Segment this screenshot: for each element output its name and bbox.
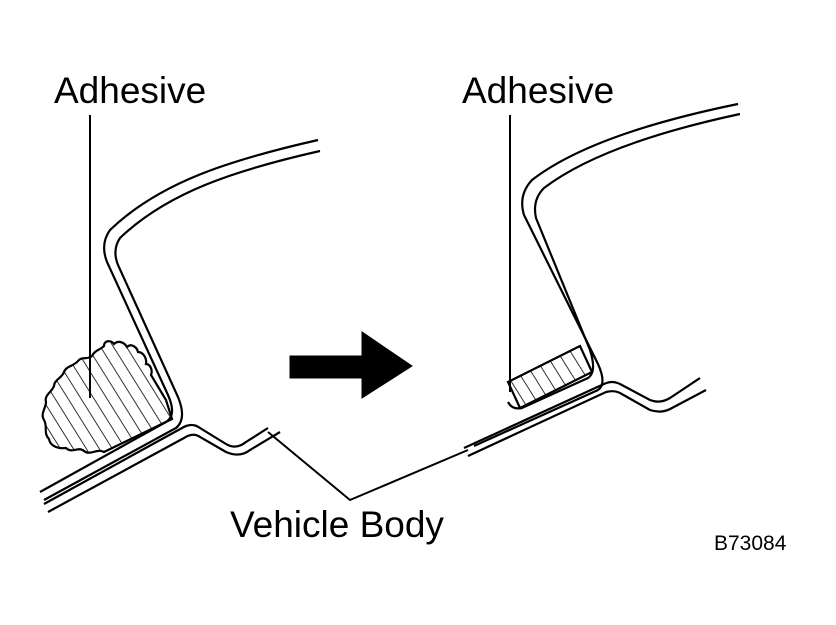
figure-code-label: B73084 bbox=[714, 532, 787, 555]
right-vehicle-body-outer bbox=[463, 377, 701, 450]
right-glass-outer-line bbox=[473, 102, 739, 448]
left-adhesive-label: Adhesive bbox=[54, 70, 207, 111]
right-adhesive-layer bbox=[506, 344, 594, 410]
left-panel bbox=[39, 115, 321, 513]
arrow-right-icon bbox=[289, 331, 413, 399]
left-glass-inner-line bbox=[43, 149, 321, 501]
vehicle-body-leader-lines bbox=[267, 431, 469, 502]
right-adhesive-label: Adhesive bbox=[462, 70, 615, 111]
vehicle-body-label: Vehicle Body bbox=[230, 504, 444, 545]
left-glass-outer-line bbox=[39, 138, 319, 493]
left-vehicle-body-outer bbox=[43, 423, 269, 505]
left-adhesive-bead bbox=[41, 340, 174, 454]
left-vehicle-body-inner bbox=[47, 431, 281, 513]
right-panel bbox=[463, 102, 741, 457]
right-vehicle-body-inner bbox=[467, 389, 707, 457]
